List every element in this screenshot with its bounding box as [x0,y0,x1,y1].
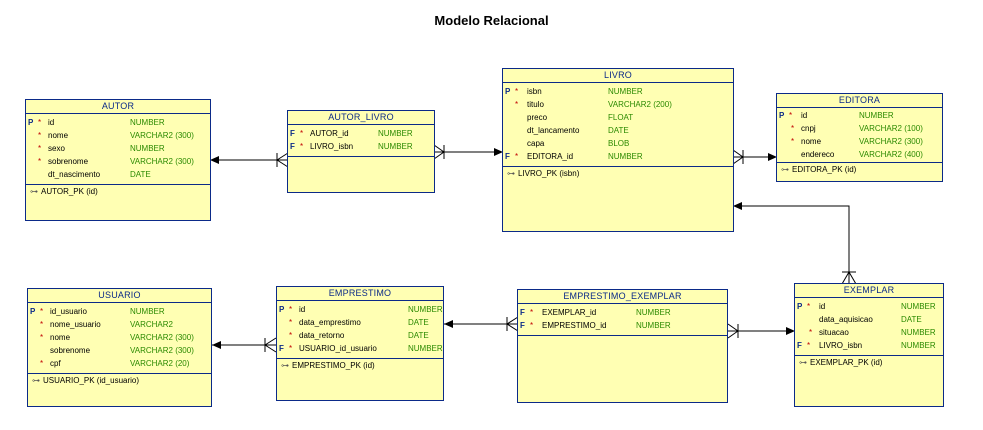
key-icon: ⊶ [507,169,515,178]
primary-key: ⊶EDITORA_PK (id) [781,165,857,174]
entity-header: AUTOR_LIVRO [288,111,434,125]
diagram-title: Modelo Relacional [434,13,549,28]
primary-key: ⊶EMPRESTIMO_PK (id) [281,361,375,370]
entity-header: EXEMPLAR [795,284,943,298]
entity-header: EMPRESTIMO [277,287,443,301]
primary-key: ⊶USUARIO_PK (id_usuario) [32,376,140,385]
entity-header: EMPRESTIMO_EXEMPLAR [518,290,727,304]
key-icon: ⊶ [781,165,789,174]
entity-header: EDITORA [777,94,942,108]
key-icon: ⊶ [32,376,40,385]
primary-key: ⊶LIVRO_PK (isbn) [507,169,580,178]
key-icon: ⊶ [281,361,289,370]
key-icon: ⊶ [30,187,38,196]
entity-header: LIVRO [503,69,733,83]
primary-key: ⊶EXEMPLAR_PK (id) [799,358,883,367]
entity-header: USUARIO [28,289,211,303]
primary-key: ⊶AUTOR_PK (id) [30,187,98,196]
rel-exemplar-livro [733,205,850,284]
key-icon: ⊶ [799,358,807,367]
entity-header: AUTOR [26,100,210,114]
